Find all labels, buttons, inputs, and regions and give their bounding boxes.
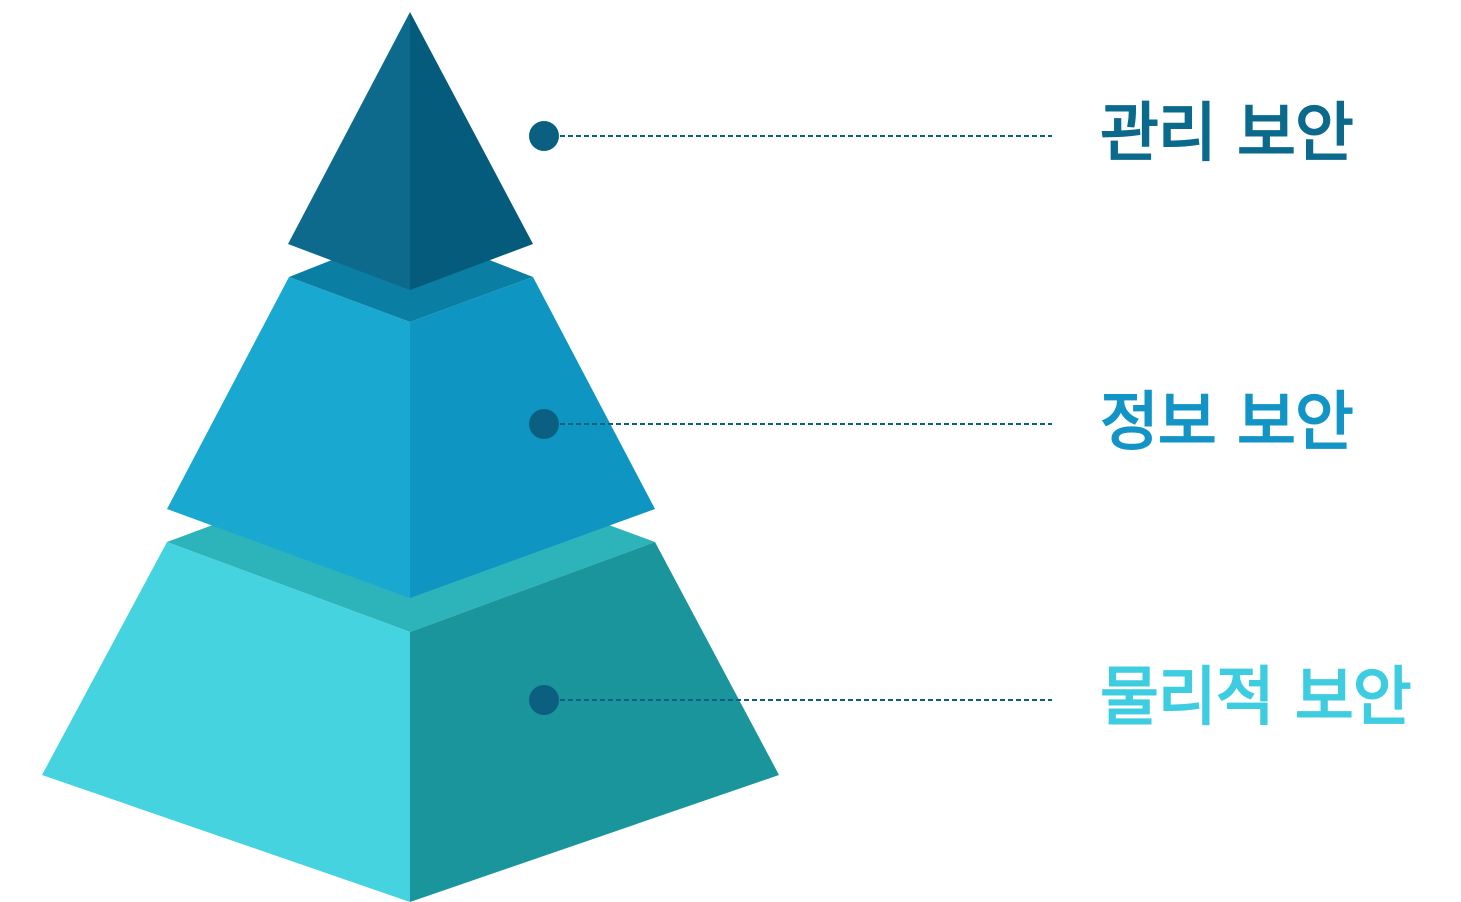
connector-middle [529,409,1052,439]
label-information-security: 정보 보안 [1100,386,1354,460]
label-management-security: 관리 보안 [1100,97,1354,171]
bottom-layer-right-face [410,542,779,902]
top-layer-left-face [288,12,410,290]
pyramid-layer-top [288,12,533,290]
middle-layer-left-face [167,277,410,598]
middle-layer-right-face [410,277,655,598]
connector-top [529,121,1052,151]
top-layer-right-face [410,12,533,290]
connector-dot [529,121,559,151]
connector-dot [529,409,559,439]
bottom-layer-left-face [42,542,410,902]
connector-dot [529,685,559,715]
label-physical-security: 물리적 보안 [1100,661,1412,735]
connector-bottom [529,685,1052,715]
pyramid-layer-middle [167,229,655,598]
